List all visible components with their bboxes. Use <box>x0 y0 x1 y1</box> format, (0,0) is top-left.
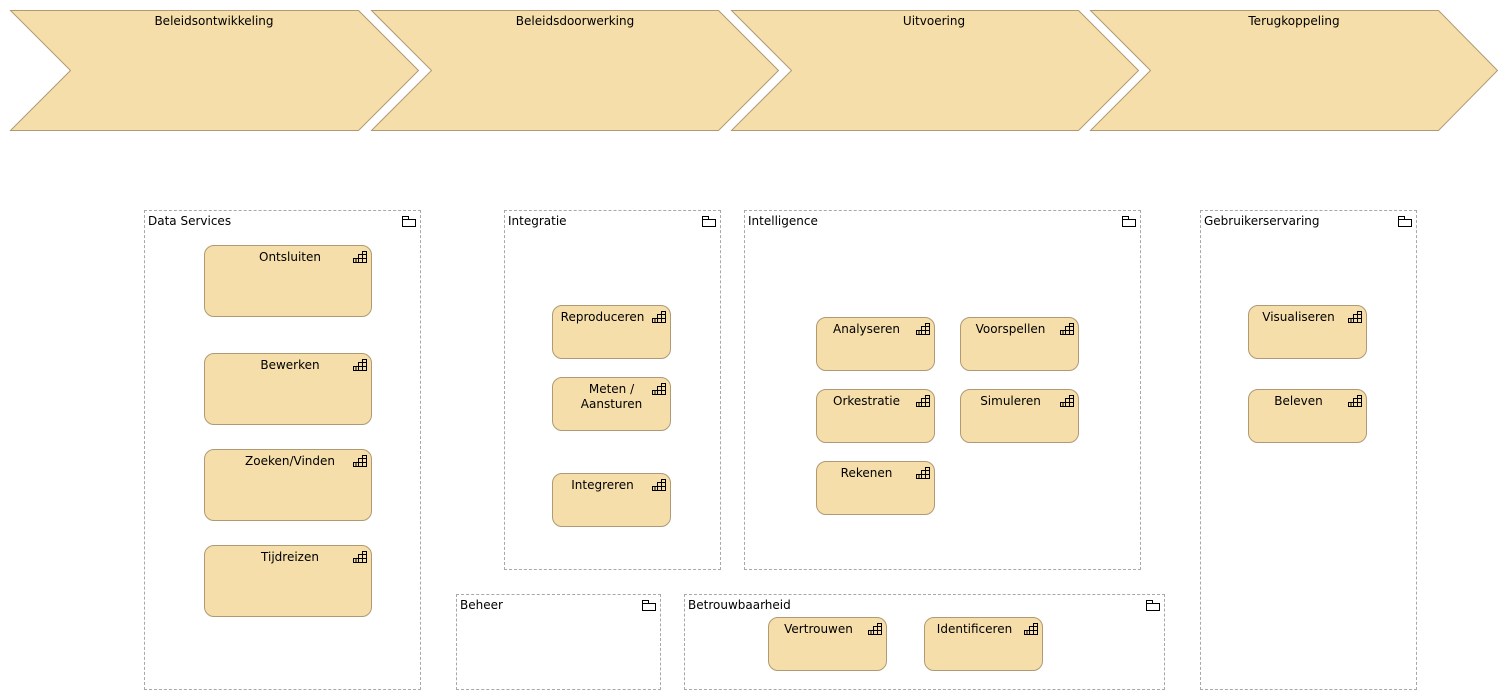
group-gebruikerservaring[interactable]: Gebruikerservaring <box>1200 210 1417 690</box>
stage-label: Uitvoering <box>902 14 966 28</box>
value-stream-stage-2[interactable] <box>370 10 780 131</box>
function-beleven[interactable]: Beleven <box>1248 389 1367 443</box>
folder-icon <box>642 600 656 611</box>
function-label: Integreren <box>571 478 634 492</box>
function-icon <box>916 395 930 407</box>
function-label: Identificeren <box>936 622 1013 636</box>
function-meten-aansturen[interactable]: Meten / Aansturen <box>552 377 671 431</box>
function-ontsluiten[interactable]: Ontsluiten <box>204 245 372 317</box>
function-icon <box>652 383 666 395</box>
value-stream: Beleidsontwikkeling Beleidsdoorwerking U… <box>0 0 1508 140</box>
function-label: Ontsluiten <box>259 250 321 264</box>
group-label: Gebruikerservaring <box>1204 214 1320 228</box>
function-icon <box>353 551 367 563</box>
folder-icon <box>1122 216 1136 227</box>
value-stream-stage-1[interactable] <box>9 10 420 131</box>
function-icon <box>652 311 666 323</box>
function-label: Vertrouwen <box>784 622 853 636</box>
function-voorspellen[interactable]: Voorspellen <box>960 317 1079 371</box>
function-icon <box>916 467 930 479</box>
function-label: Tijdreizen <box>261 550 319 564</box>
function-label: Meten / Aansturen <box>580 382 643 411</box>
folder-icon <box>702 216 716 227</box>
function-identificeren[interactable]: Identificeren <box>924 617 1043 671</box>
function-icon <box>353 251 367 263</box>
function-reproduceren[interactable]: Reproduceren <box>552 305 671 359</box>
function-label: Orkestratie <box>833 394 900 408</box>
group-intelligence[interactable]: Intelligence <box>744 210 1141 570</box>
value-stream-stage-3[interactable] <box>730 10 1140 131</box>
function-label: Simuleren <box>980 394 1041 408</box>
function-icon <box>1060 395 1074 407</box>
group-label: Integratie <box>508 214 567 228</box>
function-label: Visualiseren <box>1262 310 1335 324</box>
function-orkestratie[interactable]: Orkestratie <box>816 389 935 443</box>
function-simuleren[interactable]: Simuleren <box>960 389 1079 443</box>
function-label: Reproduceren <box>560 310 645 324</box>
group-label: Intelligence <box>748 214 818 228</box>
function-tijdreizen[interactable]: Tijdreizen <box>204 545 372 617</box>
group-label: Data Services <box>148 214 232 228</box>
function-icon <box>353 455 367 467</box>
function-vertrouwen[interactable]: Vertrouwen <box>768 617 887 671</box>
folder-icon <box>1398 216 1412 227</box>
group-label: Betrouwbaarheid <box>688 598 791 612</box>
function-icon <box>1348 311 1362 323</box>
function-visualiseren[interactable]: Visualiseren <box>1248 305 1367 359</box>
group-label: Beheer <box>460 598 503 612</box>
function-label: Zoeken/Vinden <box>245 454 335 468</box>
function-label: Bewerken <box>260 358 320 372</box>
function-icon <box>1348 395 1362 407</box>
stage-label: Beleidsdoorwerking <box>515 14 635 28</box>
function-icon <box>916 323 930 335</box>
function-label: Voorspellen <box>975 322 1046 336</box>
value-stream-stage-4[interactable] <box>1089 10 1499 131</box>
value-stream-shapes <box>9 10 1499 131</box>
function-icon <box>353 359 367 371</box>
folder-icon <box>1146 600 1160 611</box>
function-icon <box>652 479 666 491</box>
stage-label: Beleidsontwikkeling <box>154 14 274 28</box>
function-label: Rekenen <box>840 466 893 480</box>
function-zoeken-vinden[interactable]: Zoeken/Vinden <box>204 449 372 521</box>
function-label: Beleven <box>1274 394 1323 408</box>
function-icon <box>1060 323 1074 335</box>
function-rekenen[interactable]: Rekenen <box>816 461 935 515</box>
function-analyseren[interactable]: Analyseren <box>816 317 935 371</box>
group-beheer[interactable]: Beheer <box>456 594 661 690</box>
function-integreren[interactable]: Integreren <box>552 473 671 527</box>
stage-label: Terugkoppeling <box>1248 14 1340 28</box>
function-bewerken[interactable]: Bewerken <box>204 353 372 425</box>
folder-icon <box>402 216 416 227</box>
function-icon <box>868 623 882 635</box>
function-icon <box>1024 623 1038 635</box>
function-label: Analyseren <box>833 322 900 336</box>
